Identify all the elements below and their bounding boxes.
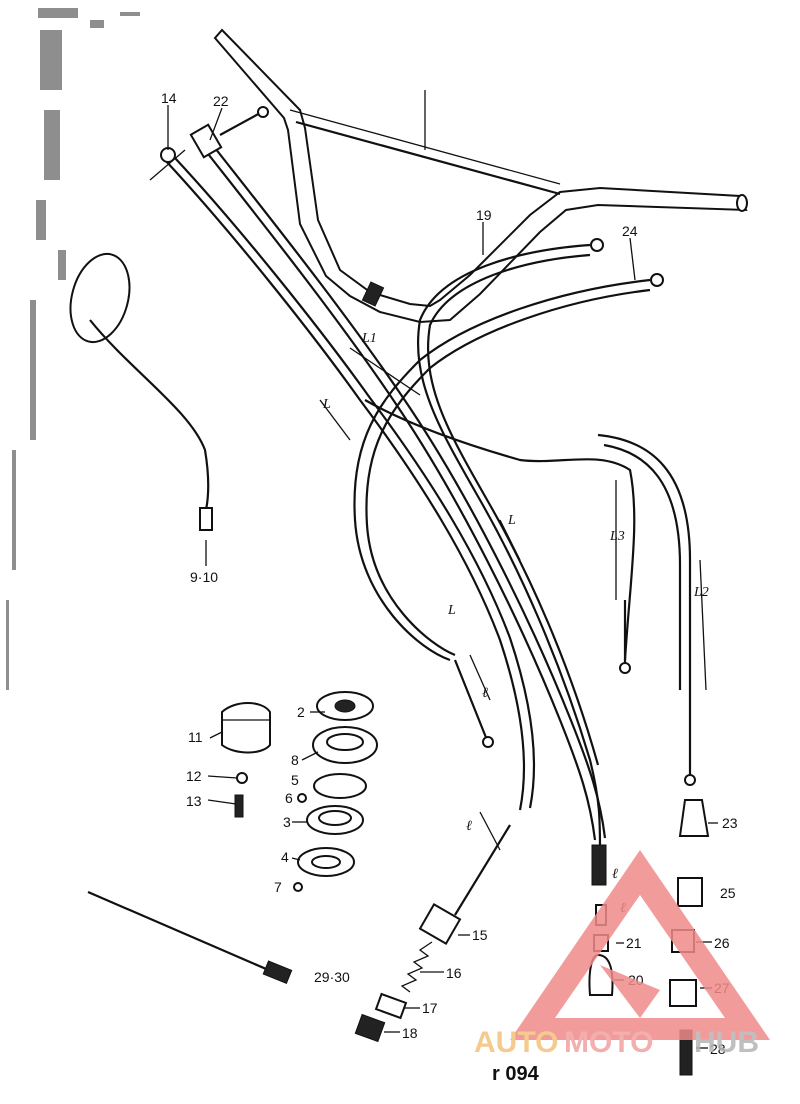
rod-29-30 — [87, 890, 293, 985]
callout-14: 14 — [161, 90, 177, 106]
callout-11: 11 — [188, 729, 203, 745]
callout-8: 8 — [291, 752, 299, 768]
part-11-housing — [221, 702, 271, 818]
callout-16: 16 — [446, 965, 462, 981]
watermark-triangle-icon — [510, 850, 770, 1040]
callout-17: 17 — [422, 1000, 438, 1016]
watermark-text-auto: AUTO — [474, 1026, 558, 1059]
callout-3: 3 — [283, 814, 291, 830]
leader-lines — [167, 105, 718, 1049]
dimension-labels: L1 L L L L3 L2 ℓ ℓ ℓ ℓ — [322, 331, 709, 916]
callout-7: 7 — [274, 879, 282, 895]
dimension-L-lower: L — [447, 603, 456, 618]
callout-4: 4 — [281, 849, 289, 865]
callout-labels: 14 22 19 24 9·10 2 11 8 5 12 6 13 3 4 7 … — [161, 90, 738, 1057]
spring-assembly — [354, 824, 511, 1043]
callout-29-30: 29·30 — [314, 969, 350, 985]
callout-21: 21 — [626, 935, 642, 951]
scan-noise — [6, 8, 140, 690]
callout-12: 12 — [186, 768, 202, 784]
watermark-text-hub: HUB — [694, 1026, 759, 1059]
watermark-text-moto: MOTO — [564, 1026, 653, 1059]
callout-24: 24 — [622, 223, 638, 239]
callout-15: 15 — [472, 927, 488, 943]
callout-9-10: 9·10 — [190, 569, 218, 585]
dimension-l-a: ℓ — [482, 686, 488, 701]
callout-23: 23 — [722, 815, 738, 831]
callout-22: 22 — [213, 93, 229, 109]
callout-6: 6 — [285, 790, 293, 806]
dimension-L-upper: L — [322, 397, 331, 412]
callout-19: 19 — [476, 207, 492, 223]
mirror — [69, 252, 213, 531]
dimension-arrows — [319, 347, 707, 851]
dimension-L3: L3 — [609, 529, 625, 544]
callout-2: 2 — [297, 704, 305, 720]
callout-28: 28 — [710, 1041, 726, 1057]
dimension-L-middle: L — [507, 513, 516, 528]
watermark: AUTO MOTO HUB — [474, 850, 770, 1059]
cable-set-right — [353, 238, 696, 851]
bearing-stack — [293, 691, 378, 892]
callout-26: 26 — [714, 935, 730, 951]
dimension-l-c: ℓ — [612, 867, 618, 882]
callout-25: 25 — [720, 885, 736, 901]
dimension-L1: L1 — [361, 331, 377, 346]
callout-13: 13 — [186, 793, 202, 809]
callout-18: 18 — [402, 1025, 418, 1041]
dimension-l-b: ℓ — [466, 819, 472, 834]
callout-5: 5 — [291, 772, 299, 788]
cable-set-upper-left — [149, 106, 607, 841]
handlebar — [213, 28, 748, 324]
reference-number: r 094 — [492, 1063, 540, 1085]
